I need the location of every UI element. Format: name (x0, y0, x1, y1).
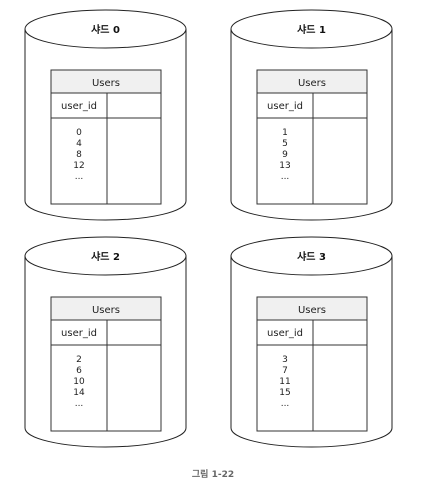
table-header (50, 69, 162, 94)
figure-caption: 그림 1-22 (192, 468, 234, 480)
table-cell: ... (75, 399, 84, 409)
table-name: Users (92, 305, 120, 316)
table-cell: 2 (76, 355, 82, 365)
table-cell: 14 (73, 388, 85, 398)
shard-3: 샤드 3 Users user_id 371115... (230, 236, 393, 448)
table-name: Users (298, 78, 326, 89)
shard-title: 샤드 3 (297, 250, 326, 263)
table-cell: 4 (76, 139, 82, 149)
table-cell: 3 (282, 355, 288, 365)
table-cell: 0 (76, 128, 82, 138)
table-cell: ... (281, 172, 290, 182)
table-name: Users (92, 78, 120, 89)
column-header: user_id (61, 101, 97, 112)
users-table: Users user_id 261014... (50, 296, 162, 432)
table-cell: 9 (282, 150, 288, 160)
table-cell: 10 (73, 377, 85, 387)
table-header (50, 296, 162, 321)
cylinder-top (230, 236, 393, 276)
table-cell: 1 (282, 128, 288, 138)
table-cell: 11 (279, 377, 290, 387)
table-cell: 12 (73, 161, 84, 171)
table-cell: ... (75, 172, 84, 182)
column-header: user_id (267, 328, 303, 339)
shard-title: 샤드 1 (297, 23, 326, 36)
users-table: Users user_id 15913... (256, 69, 368, 205)
table-cell: 7 (282, 366, 288, 376)
table-cell: 15 (279, 388, 290, 398)
shard-title: 샤드 2 (91, 250, 120, 263)
cylinder-top (230, 9, 393, 49)
table-name: Users (298, 305, 326, 316)
column-header: user_id (61, 328, 97, 339)
table-cell: 5 (282, 139, 288, 149)
shard-title: 샤드 0 (91, 23, 120, 36)
column-header: user_id (267, 101, 303, 112)
users-table: Users user_id 04812... (50, 69, 162, 205)
shard-2: 샤드 2 Users user_id 261014... (24, 236, 187, 448)
table-cell: 6 (76, 366, 82, 376)
users-table: Users user_id 371115... (256, 296, 368, 432)
cylinder-top (24, 9, 187, 49)
table-header (256, 296, 368, 321)
shard-1: 샤드 1 Users user_id 15913... (230, 9, 393, 221)
table-header (256, 69, 368, 94)
cylinder-top (24, 236, 187, 276)
table-cell: 8 (76, 150, 82, 160)
shard-0: 샤드 0 Users user_id 04812... (24, 9, 187, 221)
table-cell: 13 (279, 161, 290, 171)
table-cell: ... (281, 399, 290, 409)
